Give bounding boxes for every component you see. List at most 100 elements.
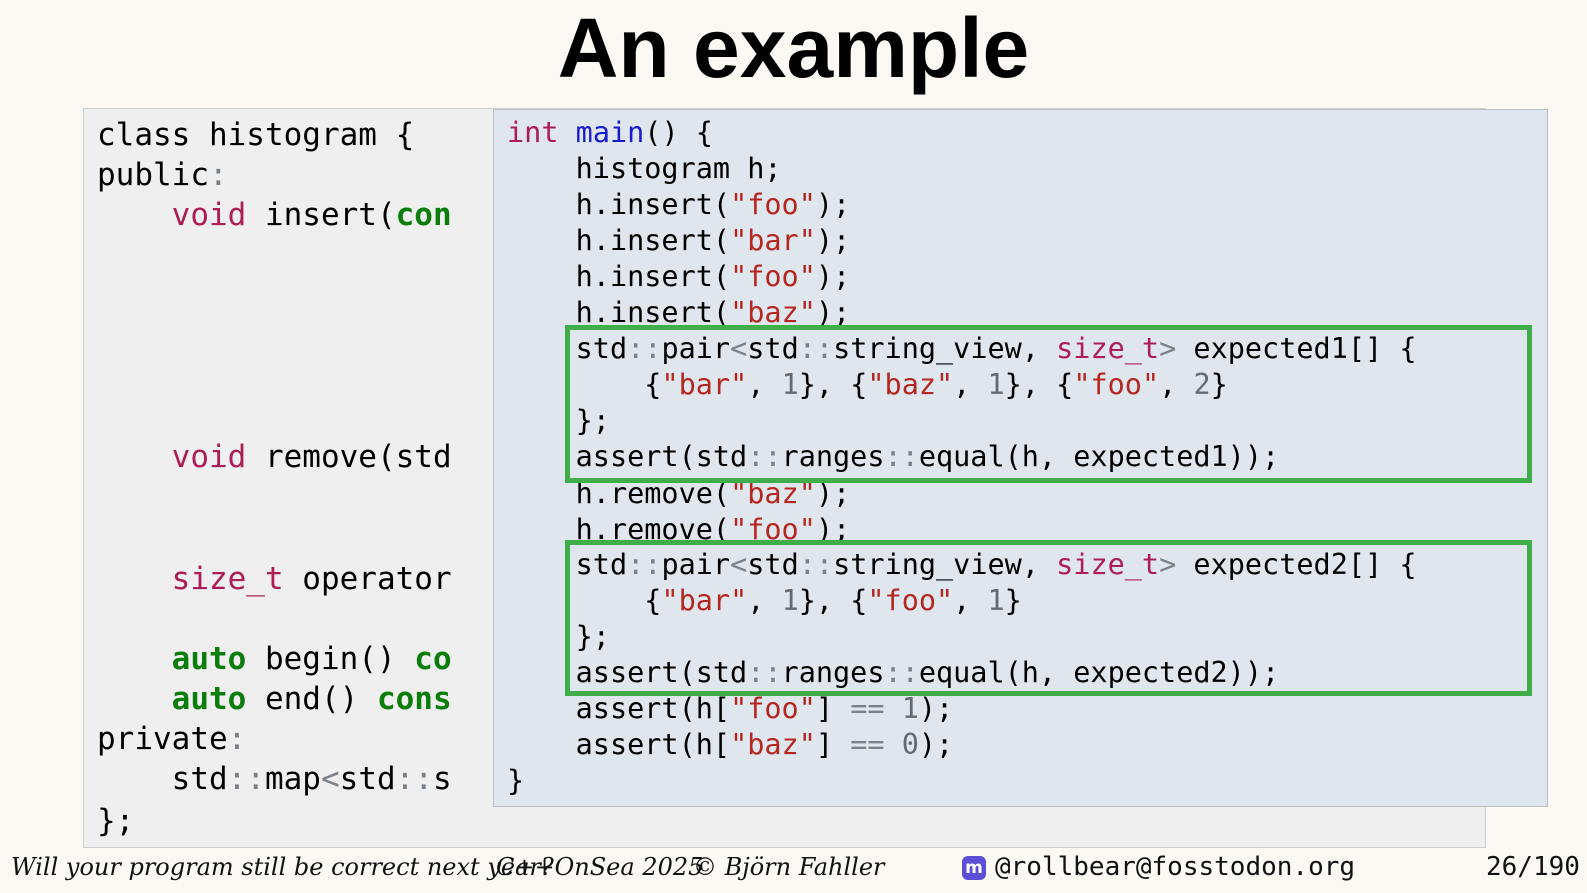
code-text: h.insert( — [507, 296, 731, 329]
code-line: h.insert("foo"); — [507, 259, 851, 295]
slide-footer: Will your program still be correct next … — [0, 851, 1587, 893]
page-number: 26/190 — [1486, 852, 1580, 882]
code-text: () { — [644, 116, 713, 149]
code-text: ); — [815, 224, 851, 257]
code-text: expected2[] { — [1176, 548, 1417, 581]
code-text: , — [953, 584, 988, 617]
code-line: h.insert("bar"); — [507, 223, 851, 259]
code-text: pair — [661, 548, 731, 581]
code-text — [97, 561, 172, 597]
code-text: operator — [283, 561, 452, 597]
code-text: }, { — [798, 368, 868, 401]
code-text: s — [432, 761, 452, 797]
code-line: {"bar", 1}, {"baz", 1}, {"foo", 2} — [507, 367, 1228, 403]
code-line: void remove(std — [97, 437, 452, 477]
code-number: 1 — [901, 692, 919, 725]
code-text: :: — [395, 761, 433, 797]
code-line: std::map<std::s — [97, 759, 452, 799]
mastodon-icon: m — [962, 856, 986, 880]
code-line: }; — [507, 619, 610, 655]
code-line: assert(h["foo"] == 1); — [507, 691, 954, 727]
code-text: { — [507, 584, 662, 617]
code-keyword: co — [414, 641, 452, 677]
code-line: } — [507, 763, 524, 799]
code-text — [97, 681, 172, 717]
code-text: } — [1210, 368, 1228, 401]
code-text: , — [1159, 368, 1194, 401]
code-line: histogram h; — [507, 151, 782, 187]
code-keyword: con — [395, 197, 452, 233]
code-string: "foo" — [730, 260, 816, 293]
code-keyword: void — [171, 197, 247, 233]
code-text: }, { — [1004, 368, 1074, 401]
code-line: public: — [97, 155, 228, 195]
code-line: h.insert("baz"); — [507, 295, 851, 331]
code-text: , — [747, 584, 782, 617]
main-function-code-panel: int main() { histogram h; h.insert("foo"… — [493, 109, 1548, 807]
code-number: 1 — [987, 584, 1005, 617]
code-text: :: — [798, 548, 834, 581]
code-text: :: — [884, 440, 919, 473]
code-text: } — [1004, 584, 1022, 617]
code-line: }; — [507, 403, 610, 439]
code-text: :: — [627, 548, 662, 581]
mastodon-handle: @rollbear@fosstodon.org — [995, 852, 1356, 882]
code-text — [885, 728, 902, 761]
code-text: h.insert( — [507, 260, 731, 293]
code-text: ] — [815, 692, 851, 725]
code-keyword: auto — [171, 681, 247, 717]
code-text: end() — [246, 681, 377, 717]
code-text: }; — [507, 404, 610, 437]
code-line: class histogram { — [97, 115, 414, 155]
code-text: : — [208, 157, 228, 193]
code-line: size_t operator — [97, 559, 452, 599]
code-text: h.remove( — [507, 477, 731, 510]
code-text: assert(std — [507, 440, 748, 473]
code-keyword: size_t — [1056, 332, 1160, 365]
code-text: < — [320, 761, 340, 797]
code-keyword: cons — [376, 681, 452, 717]
code-text: class histogram { — [97, 117, 415, 153]
code-text: }; — [97, 803, 135, 839]
code-line: std::pair<std::string_view, size_t> expe… — [507, 331, 1417, 367]
code-text: :: — [627, 332, 662, 365]
code-text: < — [730, 332, 748, 365]
code-keyword: size_t — [1056, 548, 1160, 581]
code-text — [97, 439, 172, 475]
code-text: assert(h[ — [507, 692, 731, 725]
conference-name: C++OnSea 2025 — [496, 853, 704, 881]
code-text: assert(std — [507, 656, 748, 689]
code-line: int main() { — [507, 115, 713, 151]
code-text: , — [1021, 332, 1057, 365]
code-string: "foo" — [1073, 368, 1160, 401]
code-text: std — [97, 761, 228, 797]
code-line: h.insert("foo"); — [507, 187, 851, 223]
code-text: }; — [507, 620, 610, 653]
code-text: pair — [661, 332, 731, 365]
code-text: ); — [815, 477, 851, 510]
code-text: insert( — [246, 197, 396, 233]
code-text: std — [747, 548, 799, 581]
code-string: "baz" — [730, 728, 816, 761]
code-text: :: — [227, 761, 265, 797]
code-text: :: — [884, 656, 919, 689]
code-text: ] — [815, 728, 851, 761]
code-text: begin() — [246, 641, 415, 677]
code-string: "bar" — [661, 584, 748, 617]
code-line: }; — [97, 801, 134, 841]
code-number: 2 — [1193, 368, 1211, 401]
slide-title: An example — [557, 1, 1030, 95]
code-line: {"bar", 1}, {"foo", 1} — [507, 583, 1022, 619]
code-number: 0 — [901, 728, 919, 761]
code-text: > — [1159, 548, 1177, 581]
code-keyword: auto — [171, 641, 247, 677]
code-line: h.remove("baz"); — [507, 476, 851, 512]
code-text — [97, 641, 172, 677]
code-text: ); — [815, 296, 851, 329]
code-text: ranges — [781, 440, 885, 473]
code-text: , — [1021, 548, 1057, 581]
code-text: }, { — [798, 584, 868, 617]
code-line: void insert(con — [97, 195, 452, 235]
code-string: "baz" — [730, 477, 816, 510]
code-text: } — [507, 764, 525, 797]
